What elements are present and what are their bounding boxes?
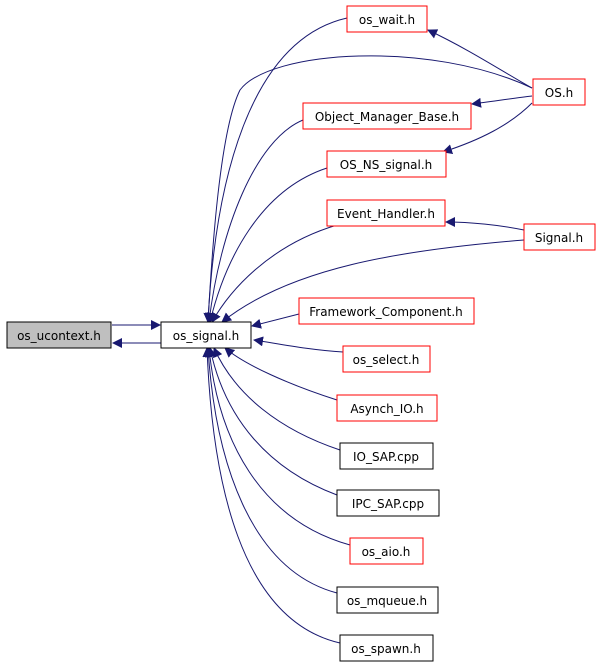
node-label: os_mqueue.h <box>347 594 427 608</box>
node-label: OS.h <box>545 86 573 100</box>
edge-os-spawn-to-signal <box>202 347 341 644</box>
node-label: os_signal.h <box>173 329 240 343</box>
edge-event-handler-to-signal <box>211 224 338 323</box>
edge-object-manager-to-signal <box>205 119 304 323</box>
node-os-spawn[interactable]: os_spawn.h <box>339 634 434 662</box>
edge-os-wait-to-signal <box>203 17 348 323</box>
node-object-manager-base[interactable]: Object_Manager_Base.h <box>302 102 472 130</box>
edge-os-h-to-signal <box>203 55 533 323</box>
node-framework-component[interactable]: Framework_Component.h <box>298 297 475 325</box>
edge-os-aio-to-signal <box>204 347 351 546</box>
node-os-select[interactable]: os_select.h <box>342 345 431 373</box>
node-os-aio[interactable]: os_aio.h <box>349 537 424 565</box>
node-os-h[interactable]: OS.h <box>532 78 586 106</box>
edge-os-mqueue-to-signal <box>203 347 338 594</box>
node-signal-h[interactable]: Signal.h <box>523 223 596 251</box>
node-label: Asynch_IO.h <box>350 402 423 416</box>
edge-os-select-to-signal <box>253 336 344 353</box>
node-event-handler[interactable]: Event_Handler.h <box>326 199 446 227</box>
node-label: os_wait.h <box>359 13 415 27</box>
node-label: os_select.h <box>353 353 420 367</box>
node-label: Object_Manager_Base.h <box>315 110 459 124</box>
edge-signal-h-to-signal <box>221 239 525 323</box>
edge-framework-component-to-signal <box>251 313 300 329</box>
node-label: IO_SAP.cpp <box>353 450 419 464</box>
node-os-wait[interactable]: os_wait.h <box>346 5 428 33</box>
node-io-sap[interactable]: IO_SAP.cpp <box>339 442 434 470</box>
edge-signal-h-to-event-handler <box>445 217 525 231</box>
edge-os-h-to-object-manager <box>471 95 533 108</box>
node-os-mqueue[interactable]: os_mqueue.h <box>336 586 439 614</box>
node-label: os_spawn.h <box>351 642 421 656</box>
edge-io-sap-to-signal <box>213 347 341 451</box>
edges <box>112 17 533 644</box>
node-ipc-sap[interactable]: IPC_SAP.cpp <box>336 489 440 517</box>
node-label: Event_Handler.h <box>337 207 435 221</box>
node-asynch-io[interactable]: Asynch_IO.h <box>336 394 438 422</box>
node-os-ucontext: os_ucontext.h <box>6 321 112 349</box>
edge-asynch-io-to-signal <box>224 347 338 401</box>
edge-os-h-to-os-ns-signal <box>442 102 533 154</box>
edge-os-ns-signal-to-signal <box>207 167 328 323</box>
edge-ipc-sap-to-signal <box>206 347 338 496</box>
node-label: IPC_SAP.cpp <box>352 497 424 511</box>
edge-os-h-to-os-wait <box>427 29 533 89</box>
node-label: os_ucontext.h <box>17 329 101 343</box>
node-label: os_aio.h <box>362 545 411 559</box>
node-label: OS_NS_signal.h <box>340 158 433 172</box>
node-os-ns-signal[interactable]: OS_NS_signal.h <box>326 150 447 178</box>
node-label: Signal.h <box>535 231 583 245</box>
node-os-signal: os_signal.h <box>160 321 252 349</box>
node-label: Framework_Component.h <box>309 305 463 319</box>
